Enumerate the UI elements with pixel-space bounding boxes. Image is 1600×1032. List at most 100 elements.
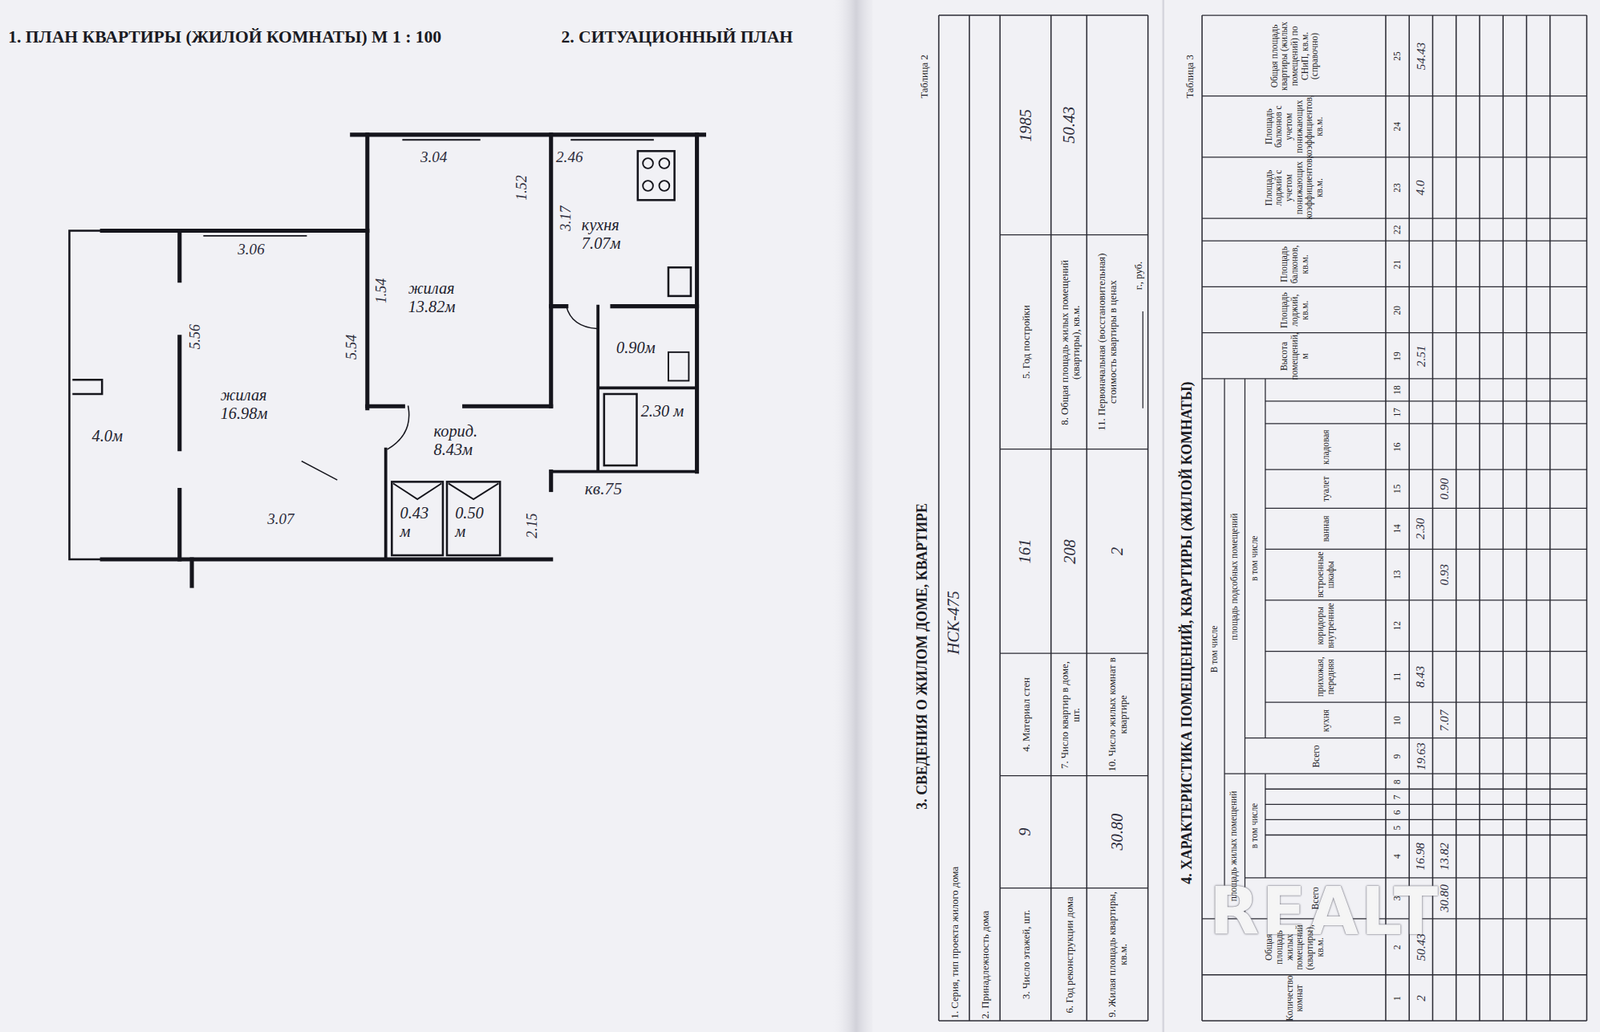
table-cell: Всего [1246,738,1386,775]
table-rule [999,652,1148,654]
table-rule [1244,737,1587,739]
table-rule [1202,332,1587,333]
dimension-text: 1.54 [371,268,392,314]
dimension-text: 3.07 [267,510,319,528]
bathtub [604,393,638,466]
table-value: 19.63 [1409,738,1433,775]
room-area: корид. 8.43м [387,408,549,478]
wall [548,134,553,407]
dimension-text: 5.54 [341,322,362,372]
column-number: 4 [1388,834,1409,878]
wall [694,134,699,472]
dimension-text: 5.56 [185,312,206,362]
wall [352,132,705,137]
table-rule [1265,788,1588,790]
table-rule [1478,15,1481,1021]
table-value: 2 [1088,449,1148,654]
room-area: кухня 7.07м [552,136,696,305]
dimension-text: 3.17 [556,198,577,240]
table-rule [1265,834,1588,836]
table-rule [1264,378,1266,739]
table-value: 0.93 [1433,548,1457,601]
room-label: 2.30 м [641,402,687,421]
wall [367,404,552,409]
table-rule [999,15,1002,1021]
sink [668,267,691,297]
section-heading: 3. СВЕДЕНИЯ О ЖИЛОМ ДОМЕ, КВАРТИРЕ [911,387,935,924]
table-rule [999,234,1148,236]
table-rule [999,448,1148,450]
table-rule [1265,507,1588,509]
page-fold [831,0,873,1032]
table-rule [1202,240,1587,242]
table-rule [1202,377,1587,379]
table-value: 8.43 [1409,651,1433,703]
table-value: 161 [1001,449,1051,654]
column-number: 25 [1388,15,1409,96]
table-rule [1265,422,1588,424]
room-label: 4.0м [91,426,143,446]
closet [391,481,443,556]
table-rule [1202,218,1587,220]
table-rule [938,14,1149,17]
table-value: 208 [1051,449,1086,654]
table-value: 16.98 [1409,834,1433,878]
table-cell: туалет [1267,469,1386,508]
column-number: 22 [1388,218,1409,241]
room-area: 4.0м [71,232,178,557]
table-rule [1265,599,1588,601]
column-number: 12 [1388,600,1409,652]
table-cell: Общая площадь квартиры (жилых помещений)… [1204,15,1386,96]
table-cell: кухня [1267,702,1386,739]
table-rule [1264,773,1266,878]
table-rule [1265,548,1588,550]
wall [365,134,370,409]
column-number: 13 [1388,548,1409,601]
room-label: корид. 8.43м [433,422,505,461]
column-number: 10 [1388,702,1409,739]
wall [548,471,553,491]
table-cell: Количество комнат [1204,974,1386,1021]
table-rule [1549,15,1552,1021]
table-cell: ванная [1267,507,1386,549]
table-value: 0.90 [1433,469,1457,508]
section-heading: 1. ПЛАН КВАРТИРЫ (ЖИЛОЙ КОМНАТЫ) М 1 : 1… [8,28,519,49]
table-rule [1202,974,1587,975]
table-rule [1202,95,1587,97]
column-number: 8 [1388,773,1409,789]
balcony-notch [73,379,103,394]
room-label: 0.50 м [454,503,494,542]
room-area: 0.90м [600,308,697,386]
column-number: 20 [1388,286,1409,333]
table-cell: 7. Число квартир в доме, шт. [1051,653,1086,776]
table-rule [999,887,1148,889]
wall [101,228,368,233]
table-grid [938,15,1588,1021]
table-rule [1265,804,1588,805]
room-area: жилая 13.82м [369,136,549,404]
table-number: Таблица 3 [1180,40,1197,113]
table-rule [938,1019,1149,1022]
column-number: 18 [1388,378,1409,402]
table-cell: г., руб. [1128,244,1148,306]
closet-door [393,483,499,500]
column-number: 19 [1388,332,1409,379]
table-cell: Общая площадь жилых помещений (квартиры)… [1204,918,1386,975]
column-number: 2 [1388,918,1409,975]
table-value: НСК-475 [939,530,969,715]
table-rule [1050,15,1052,1021]
column-number: 11 [1388,651,1409,703]
table-rule [1408,15,1410,1021]
table-rule [1147,15,1150,1021]
table-cell: 11. Первоначальная (восстановительная) с… [1088,235,1127,450]
table-cell: в том числе [1244,378,1265,739]
wall [551,304,698,309]
room-label: жилая 16.98м [220,385,293,424]
floor-plan [69,134,704,586]
table-value: 13.82 [1433,834,1457,878]
column-number: 7 [1388,788,1409,805]
watermark: REALT [1209,875,1526,948]
table-value: 54.43 [1409,15,1433,96]
table-value: 2.30 [1409,507,1433,549]
